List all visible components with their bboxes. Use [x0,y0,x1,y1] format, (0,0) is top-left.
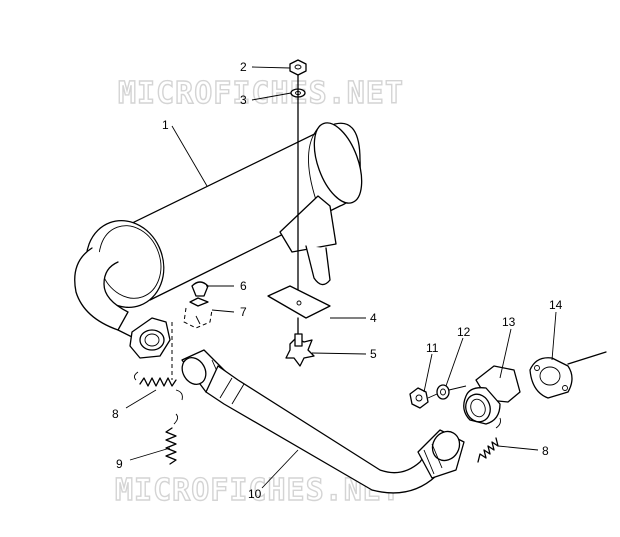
callout-3: 3 [240,93,247,107]
callout-12: 12 [457,325,471,339]
watermark-top: MICROFICHES.NET [118,76,404,111]
flange-washer [436,384,450,400]
grommet [191,281,209,297]
mount-bolt [285,333,315,367]
manifold-adapter [463,365,521,425]
leader-lines [125,66,557,489]
callout-10: 10 [248,487,262,501]
flange-nut [409,387,429,409]
mount-pad [267,285,331,319]
spring-loose [165,413,179,465]
callout-4: 4 [370,311,377,325]
muffler [74,122,363,359]
callout-7: 7 [240,305,247,319]
callout-11: 11 [426,341,439,355]
callout-2: 2 [240,60,247,74]
spring-clip [183,297,213,329]
callout-8-right: 8 [542,444,549,458]
exhaust-gasket [529,357,573,399]
callout-1: 1 [162,118,169,132]
spring-right [477,417,501,463]
callout-8-left: 8 [112,407,119,421]
top-nut [289,59,307,76]
spring-left [133,371,183,401]
head-pipe [181,349,465,494]
callout-14: 14 [549,298,563,312]
callout-6: 6 [240,279,247,293]
callout-5: 5 [370,347,377,361]
callout-13: 13 [502,315,516,329]
callout-9: 9 [116,457,123,471]
